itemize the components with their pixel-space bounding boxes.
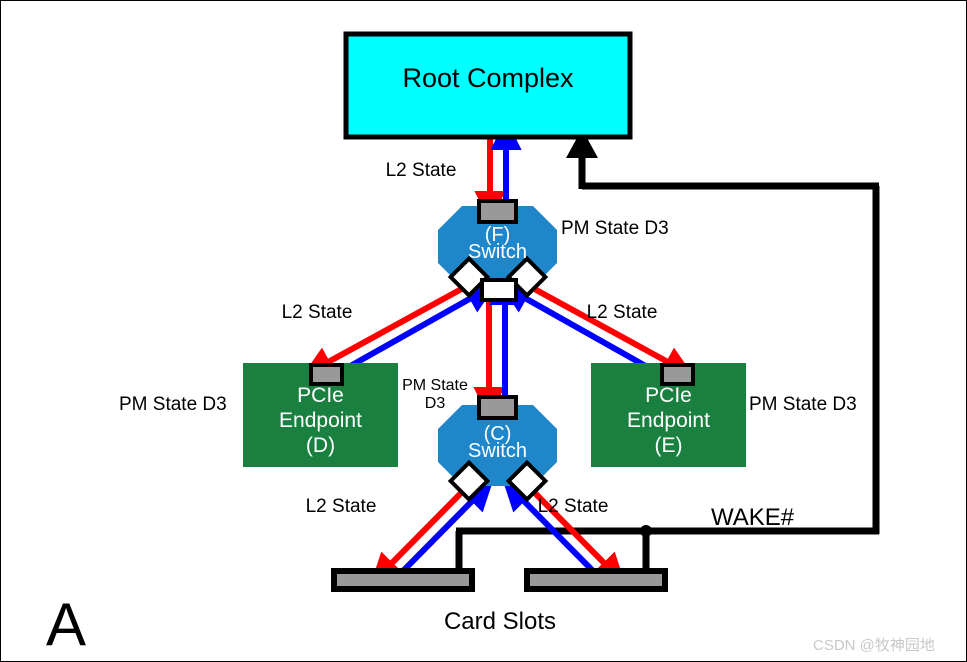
link-blue-d-to-f [336,283,497,376]
annotation-l2-state-f-to-e: L2 State [586,302,658,323]
annotation-l2-state-c-to-right-slot: L2 State [537,496,609,517]
endpoint-d-port [309,363,344,386]
switch-c-upstream-port [477,395,518,420]
wake-signal-path [455,128,880,575]
annotation-wake-signal: WAKE# [711,504,795,531]
link-switch-f-to-endpoint-e [499,283,694,377]
root-complex-box[interactable] [343,31,633,140]
link-switch-c-to-left-slot [370,479,494,585]
annotation-l2-state-root-to-f: L2 State [385,160,457,181]
link-blue-left-slot-to-c [398,479,494,576]
link-switch-c-to-right-slot [502,479,626,585]
annotation-pm-state-switch-c-line2: D3 [424,395,446,412]
card-slot-right[interactable] [524,568,668,592]
card-slots-label: Card Slots [443,608,557,635]
switch-c-downstream-port-right [505,459,549,503]
switch-f-upstream-port [477,199,518,224]
switch-f-downstream-port-left [447,255,491,299]
link-red-c-to-left-slot [370,485,469,585]
link-switch-f-to-endpoint-d [302,283,497,377]
annotation-pm-state-switch-c-line1: PM State [402,377,468,394]
endpoint-e-port [660,363,695,386]
link-blue-right-slot-to-c [502,479,598,576]
wake-junction-dot [640,525,652,537]
switch-c-downstream-port-left [447,459,491,503]
card-slot-left[interactable] [331,568,475,592]
link-red-f-to-e [527,283,694,377]
link-blue-e-to-f [499,283,660,376]
link-switch-f-to-switch-c [473,273,521,419]
annotation-pm-state-switch-f: PM State D3 [561,218,669,239]
annotation-pm-state-endpoint-e: PM State D3 [749,394,857,415]
annotation-l2-state-c-to-left-slot: L2 State [305,496,377,517]
switch-f-downstream-port-center [480,278,518,302]
link-red-f-to-d [302,283,469,377]
link-red-c-to-right-slot [527,485,626,585]
annotation-l2-state-f-to-d: L2 State [281,302,353,323]
annotation-pm-state-endpoint-d: PM State D3 [119,394,227,415]
watermark: CSDN @牧神园地 [813,637,935,654]
link-root-to-switch-f [474,118,522,223]
figure-letter: A [46,591,87,658]
